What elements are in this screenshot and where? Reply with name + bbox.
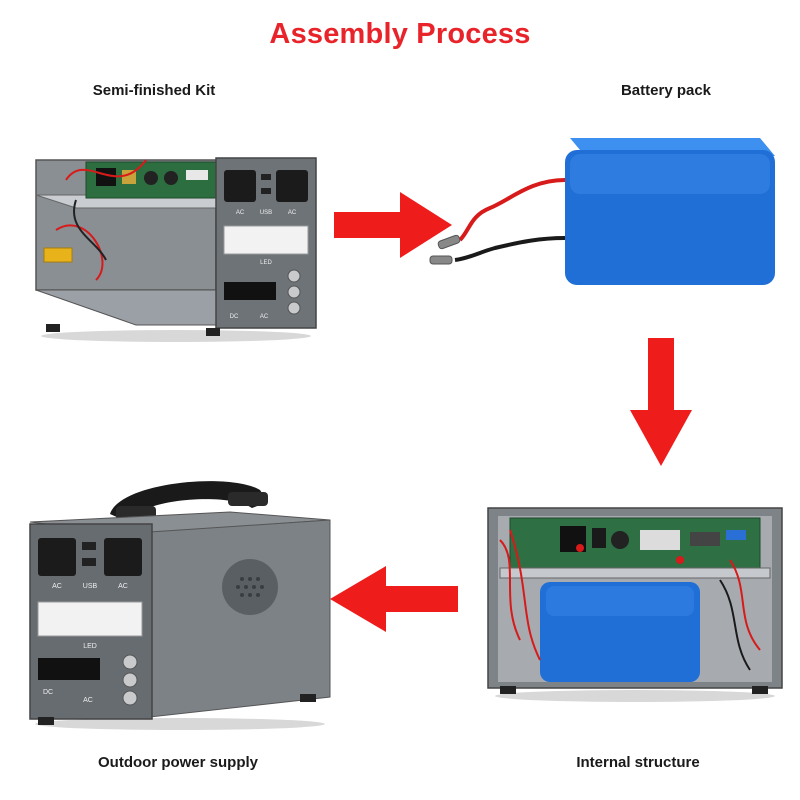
label-semi-finished-kit: Semi-finished Kit bbox=[92, 82, 216, 99]
arrow-down-icon bbox=[630, 338, 692, 466]
outdoor-led-text: LED bbox=[83, 643, 97, 650]
label-battery-pack: Battery pack bbox=[620, 82, 712, 99]
outdoor-ac-right-text: AC bbox=[118, 583, 128, 590]
arrow-left-icon bbox=[330, 566, 458, 632]
label-outdoor-power-supply: Outdoor power supply bbox=[98, 754, 258, 771]
outdoor-dc-text: DC bbox=[43, 689, 53, 696]
kit-dc-text: DC bbox=[230, 314, 239, 320]
kit-ac-left-text: AC bbox=[236, 210, 245, 216]
semi-finished-kit-image: AC USB AC LED DC AC bbox=[26, 140, 326, 345]
arrow-right-icon bbox=[334, 192, 452, 258]
kit-ac-bottom-text: AC bbox=[260, 314, 269, 320]
outdoor-power-supply-image: AC USB AC LED DC AC bbox=[20, 462, 340, 732]
label-internal-structure: Internal structure bbox=[576, 754, 700, 771]
internal-structure-image bbox=[480, 500, 790, 705]
kit-usb-text: USB bbox=[260, 210, 272, 216]
outdoor-usb-text: USB bbox=[83, 583, 98, 590]
page-title: Assembly Process bbox=[269, 18, 531, 50]
battery-pack-image bbox=[400, 130, 780, 300]
outdoor-ac-bottom-text: AC bbox=[83, 697, 93, 704]
kit-ac-right-text: AC bbox=[288, 210, 297, 216]
kit-led-text: LED bbox=[260, 260, 272, 266]
outdoor-ac-left-text: AC bbox=[52, 583, 62, 590]
